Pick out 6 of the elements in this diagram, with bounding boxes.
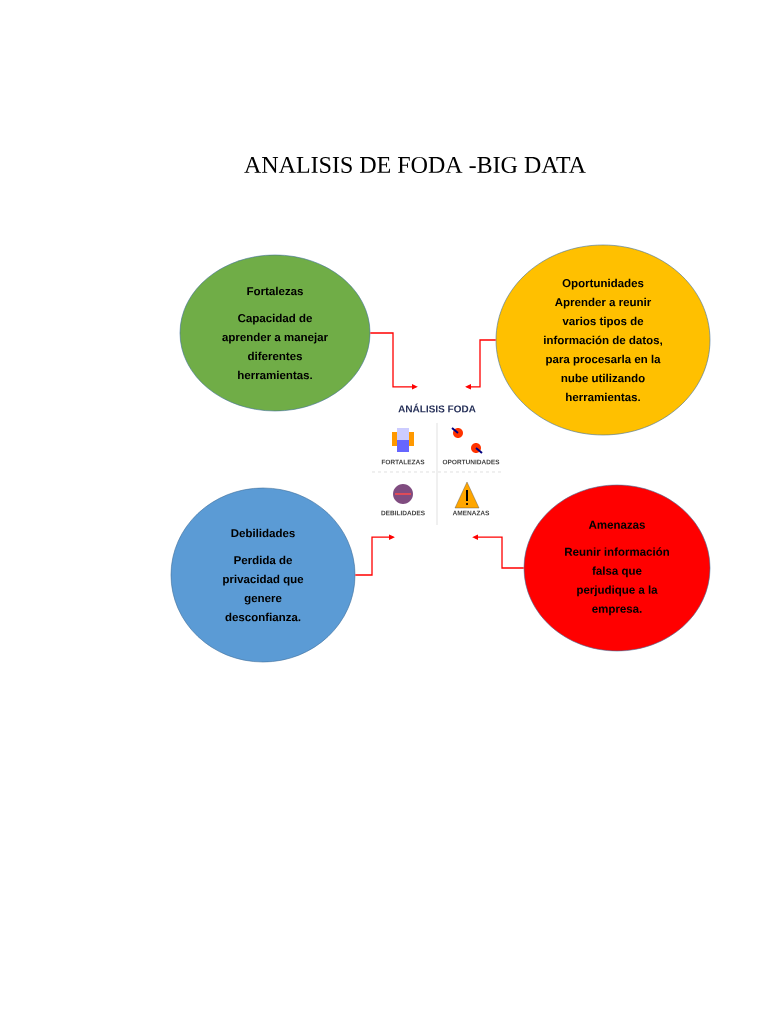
- title-text: ANÁLISIS FODA: [398, 403, 476, 413]
- title: ANALISIS DE FODA -BIG DATA: [244, 156, 586, 174]
- ellipse-node: Debilidades Perdida de privacidad que genere desconfianza.: [170, 487, 356, 663]
- ellipse-node: Amenazas Reunir información falsa que perjudique a la empresa.: [523, 484, 711, 652]
- ellipse-node: Oportunidades Aprender a reunir varios tipos de información de datos, para procesarla en la nube utilizando herramientas.: [495, 244, 711, 436]
- ellipse-node: Fortalezas Capacidad de aprender a manejar diferentes herramientas.: [179, 254, 371, 412]
